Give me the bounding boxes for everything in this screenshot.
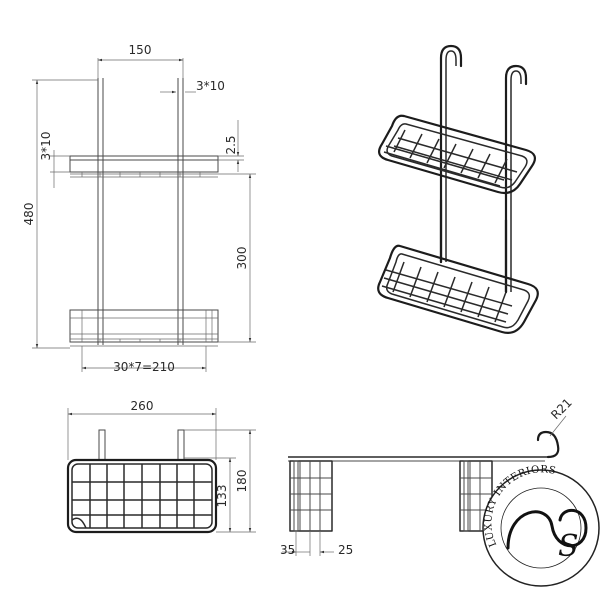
dim-3x10: 3*10 [196,79,225,93]
dim-rod-side: 3*10 [39,132,70,188]
dim-r21: R21 [548,396,575,423]
dim-radius: R21 [548,396,575,437]
dim-25: 25 [338,543,353,557]
dim-top-depth-outer: 180 [184,429,256,533]
iso-top-basket [378,114,536,195]
luxury-interiors-logo: LUXURY INTERIORS S [482,464,600,587]
side-basket-left [289,460,333,532]
isometric-view [377,44,539,334]
iso-left-hook [439,44,463,264]
dim-front-width: 150 [97,43,184,78]
dim-3x10-side: 3*10 [39,132,53,161]
logo-swirl [506,509,588,550]
iso-bottom-basket [377,244,539,334]
dim-2.5: 2.5 [224,135,238,154]
front-top-shelf [69,155,219,178]
dim-480: 480 [22,203,36,226]
dim-side: 35 25 [280,531,353,557]
side-hook [536,430,560,459]
dim-35: 35 [280,543,295,557]
dim-133: 133 [215,485,229,508]
dim-180: 180 [235,470,249,493]
front-view: 150 3*10 2.5 3*10 480 [22,43,256,374]
top-view: 260 133 180 [66,399,256,534]
dim-260: 260 [131,399,154,413]
top-basket-outline [66,458,218,534]
dim-150: 150 [129,43,152,57]
logo-monogram: S [558,529,579,564]
dim-spacing: 30*7=210 [81,346,207,374]
dim-height-between: 300 [218,173,256,343]
dim-top-depth-inner: 133 [184,457,236,533]
top-hook-left [98,429,106,461]
logo-outer-circle [482,469,600,587]
front-bottom-shelf [69,309,219,347]
dim-300: 300 [235,247,249,270]
dim-30x7: 30*7=210 [113,360,175,374]
top-hook-right [177,429,185,461]
logo-inner-circle [500,487,582,569]
dim-height-total: 480 [22,79,98,349]
dim-lip: 2.5 [218,120,244,172]
iso-right-hook [504,64,528,294]
dim-rod: 3*10 [160,79,225,94]
dim-top-width: 260 [67,399,217,460]
